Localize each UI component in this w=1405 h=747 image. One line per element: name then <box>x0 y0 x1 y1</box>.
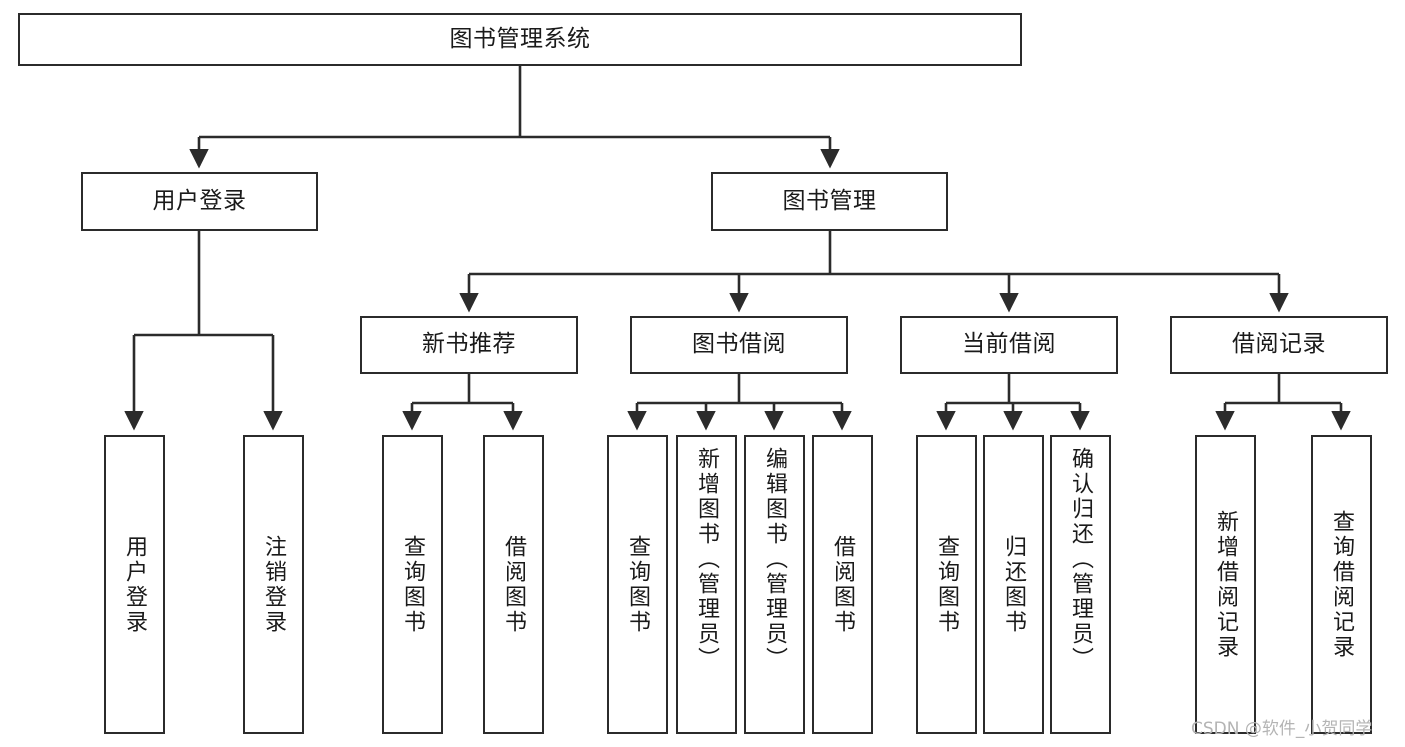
node-leaf-return-book[interactable]: 归还图书 <box>983 435 1044 734</box>
node-new-book-recommend[interactable]: 新书推荐 <box>360 316 578 374</box>
node-user-login[interactable]: 用户登录 <box>81 172 318 231</box>
csdn-watermark: CSDN @软件_小贺同学 <box>1191 719 1373 739</box>
node-label: 查询图书 <box>934 534 960 635</box>
node-label: 借阅图书 <box>830 534 856 635</box>
node-leaf-query-record[interactable]: 查询借阅记录 <box>1311 435 1372 734</box>
node-label: 新增图书（管理员） <box>694 447 720 672</box>
node-label: 归还图书 <box>1001 534 1027 635</box>
node-label: 确认归还（管理员） <box>1068 447 1094 672</box>
node-label: 图书管理系统 <box>449 25 591 52</box>
node-label: 借阅图书 <box>501 534 527 635</box>
node-leaf-confirm-return[interactable]: 确认归还（管理员） <box>1050 435 1111 734</box>
node-leaf-edit-book[interactable]: 编辑图书（管理员） <box>744 435 805 734</box>
node-label: 当前借阅 <box>962 331 1056 358</box>
node-label: 新增借阅记录 <box>1213 509 1239 660</box>
node-book-borrow[interactable]: 图书借阅 <box>630 316 848 374</box>
node-label: 图书借阅 <box>692 331 786 358</box>
node-label: 用户登录 <box>152 187 247 214</box>
node-leaf-add-book[interactable]: 新增图书（管理员） <box>676 435 737 734</box>
node-label: 编辑图书（管理员） <box>762 447 788 672</box>
node-label: 图书管理 <box>782 187 877 214</box>
node-leaf-query-book-1[interactable]: 查询图书 <box>382 435 443 734</box>
node-label: 查询借阅记录 <box>1329 509 1355 660</box>
node-label: 借阅记录 <box>1232 331 1326 358</box>
node-current-borrow[interactable]: 当前借阅 <box>900 316 1118 374</box>
node-leaf-borrow-book-1[interactable]: 借阅图书 <box>483 435 544 734</box>
node-label: 新书推荐 <box>422 331 516 358</box>
node-label: 查询图书 <box>400 534 426 635</box>
node-leaf-query-book-3[interactable]: 查询图书 <box>916 435 977 734</box>
node-borrow-record[interactable]: 借阅记录 <box>1170 316 1388 374</box>
node-book-manage[interactable]: 图书管理 <box>711 172 948 231</box>
node-leaf-add-record[interactable]: 新增借阅记录 <box>1195 435 1256 734</box>
node-leaf-user-login[interactable]: 用户登录 <box>104 435 165 734</box>
node-leaf-logout[interactable]: 注销登录 <box>243 435 304 734</box>
node-label: 查询图书 <box>625 534 651 635</box>
node-leaf-query-book-2[interactable]: 查询图书 <box>607 435 668 734</box>
node-label: 用户登录 <box>122 534 148 635</box>
node-root-system[interactable]: 图书管理系统 <box>18 13 1022 66</box>
node-leaf-borrow-book-2[interactable]: 借阅图书 <box>812 435 873 734</box>
node-label: 注销登录 <box>261 534 287 635</box>
